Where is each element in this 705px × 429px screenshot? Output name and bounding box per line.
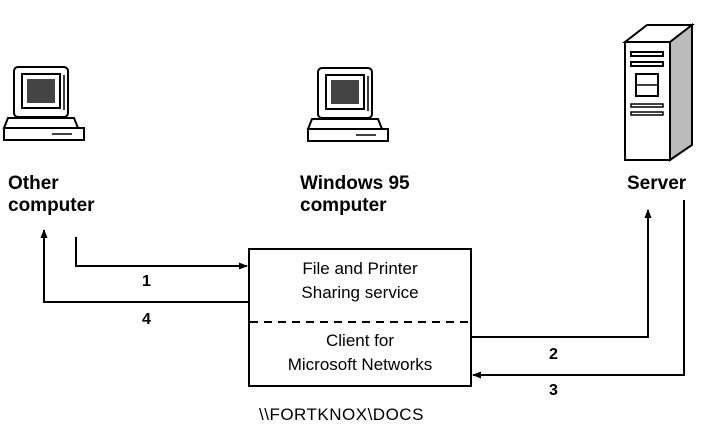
server-label: Server bbox=[627, 173, 686, 195]
client-line2: Microsoft Networks bbox=[287, 355, 433, 374]
arrow-step-4 bbox=[40, 229, 249, 303]
other-computer-label: Other computer bbox=[8, 173, 95, 217]
other-computer-pc-icon bbox=[2, 66, 85, 141]
server-tower-icon bbox=[622, 22, 695, 162]
client-for-microsoft-networks-label: Client for Microsoft Networks bbox=[249, 329, 471, 377]
windows95-computer-pc-icon bbox=[306, 67, 389, 142]
client-line1: Client for bbox=[325, 331, 395, 350]
share-path-label: \\FORTKNOX\DOCS bbox=[259, 405, 424, 424]
other-computer-label-line2: computer bbox=[8, 195, 95, 216]
other-computer-label-line1: Other bbox=[8, 173, 59, 194]
step-number-4: 4 bbox=[142, 311, 151, 328]
step-number-3: 3 bbox=[549, 382, 558, 399]
windows95-computer-label-line1: Windows 95 bbox=[300, 173, 410, 194]
arrow-step-2 bbox=[471, 209, 652, 338]
file-printer-sharing-line1: File and Printer bbox=[302, 259, 418, 278]
windows95-computer-label-line2: computer bbox=[300, 195, 387, 216]
file-printer-sharing-line2: Sharing service bbox=[301, 283, 419, 302]
arrow-step-3 bbox=[472, 200, 685, 379]
step-number-2: 2 bbox=[549, 346, 558, 363]
service-box bbox=[248, 248, 472, 387]
step-number-1: 1 bbox=[142, 273, 151, 290]
arrow-step-1 bbox=[75, 237, 248, 270]
server-label-line1: Server bbox=[627, 173, 687, 194]
windows95-computer-label: Windows 95 computer bbox=[300, 173, 410, 217]
file-printer-sharing-label: File and Printer Sharing service bbox=[249, 257, 471, 305]
